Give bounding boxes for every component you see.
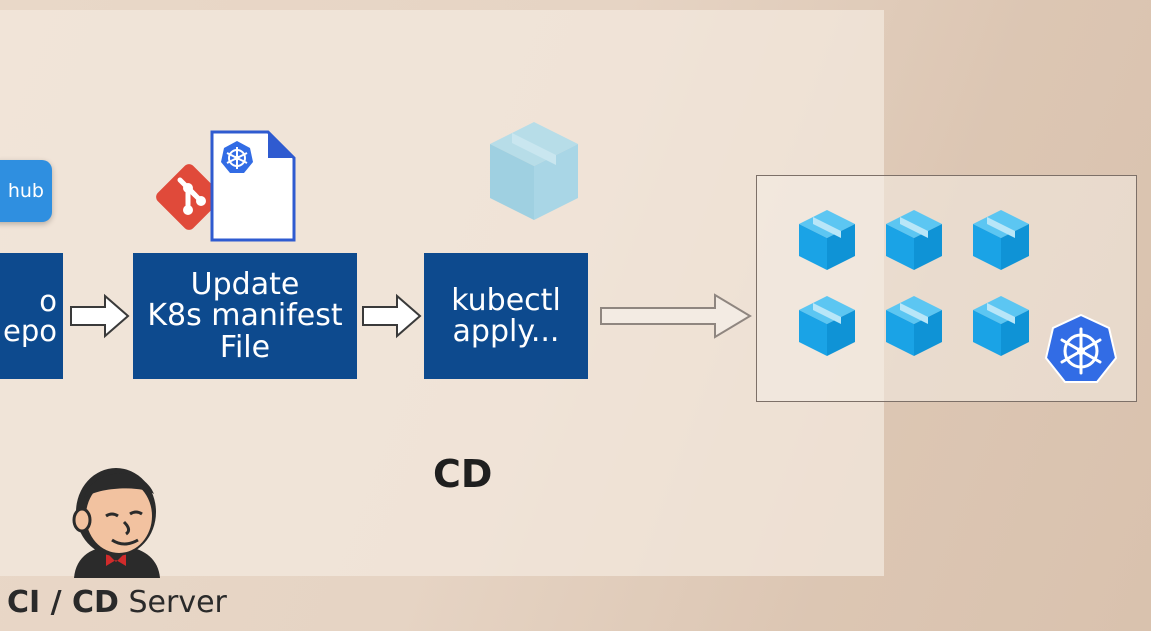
arrow-update-to-kubectl xyxy=(362,293,422,339)
kubernetes-wheel-icon xyxy=(1044,313,1118,383)
update-label-line-2: K8s manifest xyxy=(147,298,343,334)
update-manifest-step: Update K8s manifest File xyxy=(133,253,357,379)
source-repo-step: o epo xyxy=(0,253,63,379)
repo-label-line-1: o xyxy=(39,283,57,318)
pod-cube-icon xyxy=(886,296,942,356)
repo-label-line-2: epo xyxy=(3,314,57,348)
kubectl-label-line-1: kubectl xyxy=(451,282,561,318)
container-image-icon xyxy=(490,122,578,220)
jenkins-icon xyxy=(72,468,160,578)
ci-cd-server-label: CI / CD Server xyxy=(7,585,227,620)
pod-cube-icon xyxy=(799,210,855,270)
ci-cd-server-label-rest: Server xyxy=(118,585,227,620)
kubectl-apply-step: kubectl apply... xyxy=(424,253,588,379)
git-icon xyxy=(156,164,222,230)
docker-hub-badge: hub xyxy=(0,160,52,222)
arrow-repo-to-update xyxy=(70,293,130,339)
update-label-line-1: Update xyxy=(190,266,300,302)
pod-cube-icon xyxy=(886,210,942,270)
pod-cube-icon xyxy=(973,296,1029,356)
pod-cube-icon xyxy=(973,210,1029,270)
kubectl-label-line-2: apply... xyxy=(452,314,560,349)
docker-hub-label: hub xyxy=(7,180,44,202)
ci-cd-server-label-bold: CI / CD xyxy=(7,585,119,620)
pod-cube-icon xyxy=(799,296,855,356)
manifest-file-icon xyxy=(210,130,296,242)
arrow-kubectl-to-cluster xyxy=(600,293,752,339)
update-label-line-3: File xyxy=(219,329,271,365)
cd-stage-label: CD xyxy=(433,452,493,496)
